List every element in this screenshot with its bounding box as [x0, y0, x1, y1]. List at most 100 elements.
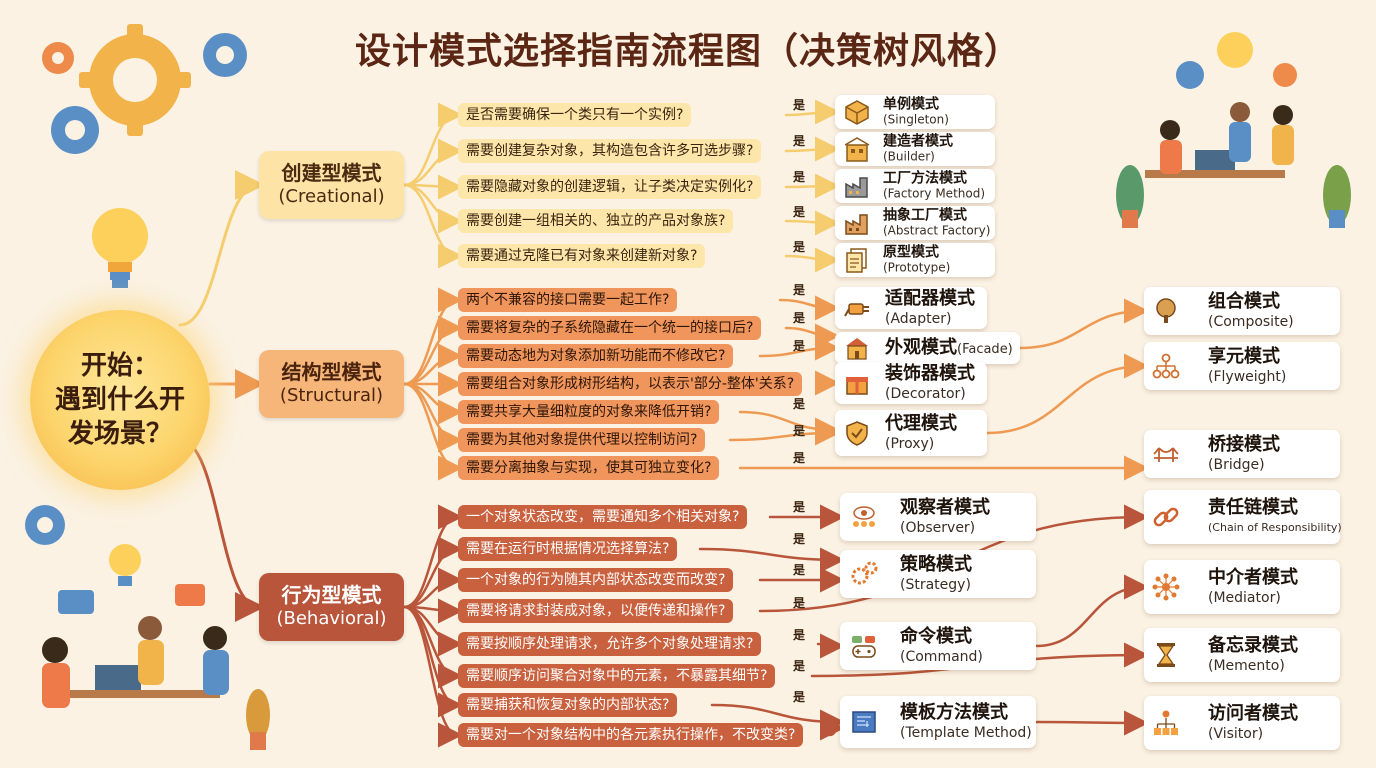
connector-behavioral-yes4: [816, 633, 845, 659]
pattern-flyweight-en: (Flyweight): [1208, 369, 1287, 385]
question-behavioral-8: 需要对一个对象结构中的各元素执行操作，不改变类?: [458, 723, 804, 747]
pattern-mediator-en: (Mediator): [1208, 590, 1281, 606]
pattern-builder-cn: 建造者模式: [883, 133, 953, 150]
yes-label: 是: [793, 659, 806, 673]
gamepad-icon: [852, 636, 876, 658]
gears-illustration-top-left: [42, 24, 247, 154]
question-structural-5: 需要共享大量细粒度的对象来降低开销?: [458, 400, 720, 424]
question-behavioral-7: 需要捕获和恢复对象的内部状态?: [458, 693, 678, 717]
connector-start-to-creational: [178, 170, 265, 327]
category-behavioral: 行为型模式(Behavioral): [259, 573, 404, 641]
pattern-memento: 备忘录模式 (Memento): [1144, 628, 1340, 682]
pattern-proxy: 代理模式 (Proxy): [835, 410, 987, 456]
question-behavioral-1: 一个对象状态改变，需要通知多个相关对象?: [458, 505, 748, 529]
blueprint-icon: [852, 711, 876, 733]
org-chart-icon: [1154, 710, 1178, 735]
yes-label: 是: [793, 690, 806, 704]
pattern-proxy-en: (Proxy): [885, 436, 935, 452]
connector-behavioral-yes2: [698, 547, 845, 573]
yes-label: 是: [793, 205, 806, 219]
pattern-observer-cn: 观察者模式: [900, 497, 990, 518]
yes-label: 是: [793, 311, 806, 325]
pattern-command: 命令模式(Command): [840, 622, 1036, 670]
connector-behavioral-q7: [402, 605, 463, 718]
tree-icon: [1156, 298, 1176, 323]
pattern-prototype: 原型模式(Prototype): [835, 243, 995, 277]
connector-to-visitor: [1034, 710, 1149, 736]
yes-label: 是: [793, 563, 806, 577]
question-behavioral-2: 需要在运行时根据情况选择算法?: [458, 537, 678, 561]
factory-icon: [845, 214, 868, 235]
question-creational-1: 是否需要确保一个类只有一个实例?: [458, 103, 692, 127]
team-illustration-top-right: [1116, 32, 1351, 228]
start-node: 开始： 遇到什么开 发场景？: [30, 310, 210, 490]
pattern-facade-cn: 外观模式: [885, 337, 957, 358]
connector-creational-yes5: [784, 247, 840, 273]
connector-to-mediator: [1034, 574, 1149, 648]
pattern-factory-method-cn: 工厂方法模式: [883, 170, 967, 187]
gears-icon: [851, 561, 878, 585]
plug-icon: [844, 303, 869, 317]
connector-lines: [178, 99, 1149, 748]
connector-creational-q1: [402, 102, 463, 187]
yes-label: 是: [793, 283, 806, 297]
pattern-memento-cn: 备忘录模式: [1208, 635, 1298, 656]
pattern-memento-en: (Memento): [1208, 658, 1285, 674]
factory-icon: [845, 177, 868, 198]
cube-icon: [845, 100, 869, 125]
pattern-proxy-cn: 代理模式: [885, 413, 957, 434]
connector-creational-yes1: [784, 99, 840, 125]
pattern-prototype-en: (Prototype): [883, 260, 951, 275]
question-creational-2: 需要创建复杂对象，其构造包含许多可选步骤?: [458, 139, 762, 163]
pattern-facade: 外观模式(Facade): [835, 332, 1020, 364]
pattern-mediator-cn: 中介者模式: [1208, 567, 1298, 588]
pattern-abstract-factory: 抽象工厂模式(Abstract Factory): [835, 206, 995, 240]
connector-structural-yes5: [738, 410, 840, 443]
category-structural-cn: 结构型模式: [281, 360, 382, 384]
connector-creational-yes3: [784, 173, 840, 199]
hourglass-icon: [1157, 643, 1175, 667]
connector-facade-to-composite: [1018, 298, 1149, 350]
pattern-command-cn: 命令模式: [900, 626, 972, 647]
pattern-template-method-en: (Template Method): [900, 725, 1032, 741]
yes-label: 是: [793, 532, 806, 546]
connector-structural-yes3: [758, 335, 840, 361]
pattern-abstract-factory-en: (Abstract Factory): [883, 223, 991, 238]
pattern-singleton: 单例模式(Singleton): [835, 95, 995, 129]
category-structural: 结构型模式(Structural): [259, 350, 404, 418]
pattern-visitor-cn: 访问者模式: [1208, 703, 1298, 724]
question-behavioral-4: 需要将请求封装成对象，以便传递和操作?: [458, 599, 734, 623]
pattern-bridge: 桥接模式(Bridge): [1144, 430, 1340, 478]
shield-icon: [846, 421, 868, 446]
pattern-factory-method-en: (Factory Method): [883, 186, 986, 201]
building-icon: [844, 137, 870, 162]
question-behavioral-3: 一个对象的行为随其内部状态改变而改变?: [458, 568, 734, 592]
question-behavioral-6: 需要顺序访问聚合对象中的元素，不暴露其细节?: [458, 664, 776, 688]
pattern-flyweight: 享元模式(Flyweight): [1144, 342, 1340, 390]
yes-label: 是: [793, 240, 806, 254]
pattern-abstract-factory-cn: 抽象工厂模式: [883, 207, 967, 224]
category-behavioral-en: (Behavioral): [276, 608, 387, 629]
yes-label: 是: [793, 170, 806, 184]
question-creational-3: 需要隐藏对象的创建逻辑，让子类决定实例化?: [458, 175, 762, 199]
team-illustration-bottom-left: [25, 505, 270, 750]
bridge-icon: [1153, 447, 1179, 462]
pattern-prototype-cn: 原型模式: [883, 244, 939, 261]
question-structural-1: 两个不兼容的接口需要一起工作?: [458, 288, 678, 312]
question-structural-2: 需要将复杂的子系统隐藏在一个统一的接口后?: [458, 316, 762, 340]
yes-label: 是: [793, 628, 806, 642]
pattern-facade-en: (Facade): [957, 342, 1013, 357]
connector-creational-q5: [402, 183, 463, 269]
pattern-chain-of-responsibility: 责任链模式(Chain of Responsibility): [1144, 490, 1342, 544]
hierarchy-icon: [1152, 353, 1180, 379]
connector-structural-yes2: [784, 323, 840, 349]
pattern-observer-en: (Observer): [900, 520, 976, 536]
pattern-composite: 组合模式(Composite): [1144, 287, 1340, 335]
pattern-factory-method: 工厂方法模式(Factory Method): [835, 169, 995, 203]
connector-structural-yes1: [778, 295, 840, 321]
category-creational-en: (Creational): [278, 186, 385, 207]
pattern-adapter: 适配器模式(Adapter): [835, 287, 987, 329]
pattern-chain-en: (Chain of Responsibility): [1208, 521, 1342, 534]
